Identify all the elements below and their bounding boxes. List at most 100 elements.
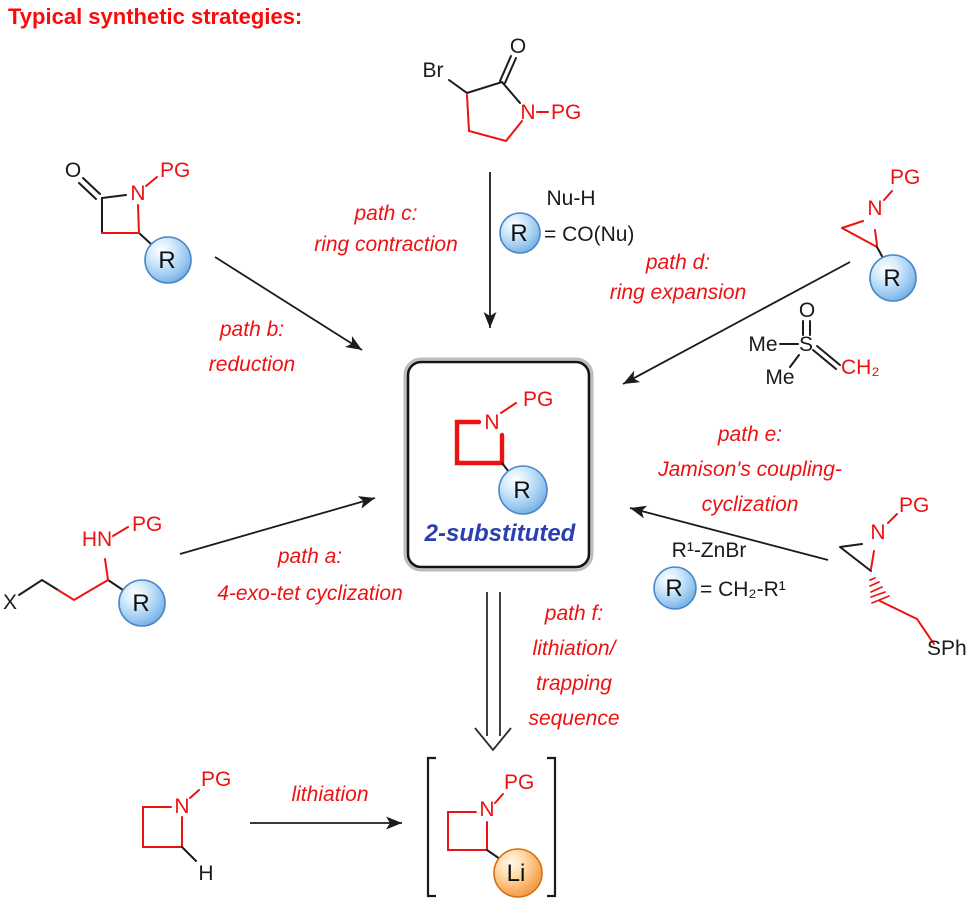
carbonyl-o-label: O bbox=[65, 159, 81, 182]
bromolactam-red-bonds bbox=[466, 94, 549, 143]
r-label: R bbox=[883, 265, 900, 292]
r-group-ball bbox=[498, 465, 548, 515]
structure-sulfoxonium-ylide: Me Me S O CH₂ bbox=[748, 299, 879, 389]
aziridine-sph-red-bonds bbox=[870, 513, 935, 645]
pg-label: PG bbox=[504, 771, 534, 794]
azetidinone-black-bonds bbox=[78, 177, 152, 245]
path-d-line1: path d: bbox=[645, 251, 710, 274]
r-group-ball bbox=[869, 254, 917, 302]
retro-open-head bbox=[474, 727, 512, 752]
path-c-line1: path c: bbox=[353, 202, 417, 225]
n-label: N bbox=[870, 521, 885, 544]
azetidinyl-li-black-bonds bbox=[486, 849, 501, 860]
li-label: Li bbox=[507, 860, 526, 887]
path-b-line2: reduction bbox=[209, 353, 295, 376]
structure-aziridine-r: N PG R bbox=[841, 166, 920, 302]
path-a-line1: path a: bbox=[277, 545, 342, 568]
ch2-label: CH₂ bbox=[841, 356, 879, 379]
r-label: R bbox=[132, 590, 149, 617]
path-d-arrow bbox=[622, 261, 851, 385]
structure-haloamine: X HN PG R bbox=[3, 513, 166, 627]
me-bottom-label: Me bbox=[765, 366, 794, 389]
path-c-reagents: Nu-H R = CO(Nu) bbox=[499, 187, 634, 254]
n-label: N bbox=[174, 795, 189, 818]
s-label: S bbox=[799, 333, 813, 356]
path-c-line2: ring contraction bbox=[314, 233, 458, 256]
sph-label: SPh bbox=[927, 637, 967, 660]
n-label: N bbox=[479, 798, 494, 821]
path-f-line2: lithiation/ bbox=[533, 637, 618, 660]
product-ring bbox=[454, 419, 505, 466]
path-e-line1: path e: bbox=[717, 423, 782, 446]
r-group-ball bbox=[118, 579, 166, 627]
path-b-line1: path b: bbox=[219, 318, 284, 341]
hashed-wedge-bond bbox=[869, 577, 890, 604]
h-label: H bbox=[198, 862, 213, 885]
path-a-arrow bbox=[179, 496, 376, 555]
path-label-d: path d: ring expansion bbox=[610, 251, 747, 304]
path-f-line4: sequence bbox=[528, 707, 619, 730]
haloamine-black-bonds bbox=[18, 578, 124, 596]
path-e-line3: cyclization bbox=[702, 493, 799, 516]
path-f-line3: trapping bbox=[536, 672, 612, 695]
path-e-line2: Jamison's coupling- bbox=[657, 458, 842, 481]
structure-bromolactam: Br O N PG bbox=[423, 35, 581, 143]
product-box: N PG R 2-substituted bbox=[403, 357, 594, 572]
li-ball bbox=[493, 848, 543, 898]
o-label: O bbox=[799, 299, 815, 322]
path-f-line1: path f: bbox=[544, 602, 603, 625]
brackets bbox=[426, 756, 557, 898]
pg-label: PG bbox=[890, 166, 920, 189]
r-ball-small bbox=[653, 566, 697, 610]
path-label-a: path a: 4-exo-tet cyclization bbox=[217, 545, 403, 605]
pg-label: PG bbox=[160, 159, 190, 182]
path-label-f: path f: lithiation/ trapping sequence bbox=[528, 602, 619, 730]
path-e-arrow bbox=[629, 505, 829, 561]
haloamine-red-bonds bbox=[57, 526, 129, 602]
path-e-reagents: R¹-ZnBr R = CH₂-R¹ bbox=[653, 539, 786, 610]
r-label: R bbox=[158, 247, 175, 274]
path-b-arrow bbox=[214, 256, 363, 351]
lithiation-label: lithiation bbox=[291, 783, 368, 806]
aziridine-sph-black-bonds bbox=[839, 543, 872, 572]
path-d-line2: ring expansion bbox=[610, 281, 747, 304]
r-group-ball bbox=[144, 236, 192, 284]
azetidine-h-black-bonds bbox=[181, 846, 197, 862]
n-label: N bbox=[130, 182, 145, 205]
n-label: N bbox=[867, 197, 882, 220]
hn-label: HN bbox=[82, 528, 112, 551]
aziridine-black-bonds bbox=[876, 246, 884, 259]
aziridine-red-bonds bbox=[841, 190, 893, 248]
pg-label: PG bbox=[201, 768, 231, 791]
r1-znbr-label: R¹-ZnBr bbox=[672, 539, 747, 562]
r-label: R bbox=[513, 477, 530, 504]
azetidine-h-red-bonds bbox=[142, 789, 200, 848]
pg-label: PG bbox=[551, 101, 581, 124]
r-label: R bbox=[510, 220, 527, 247]
azetidinone-red-bonds bbox=[101, 176, 158, 234]
structure-azetidinone: O N PG R bbox=[65, 159, 192, 284]
structure-azetidinyl-lithium: N PG Li bbox=[447, 771, 543, 898]
n-label: N bbox=[520, 101, 535, 124]
product-caption: 2-substituted bbox=[424, 520, 577, 547]
structure-aziridine-sph: N PG SPh bbox=[839, 494, 967, 660]
r-equals-ch2-r1: = CH₂-R¹ bbox=[700, 578, 786, 601]
br-label: Br bbox=[423, 59, 444, 82]
path-label-e: path e: Jamison's coupling- cyclization bbox=[657, 423, 842, 516]
carbonyl-o-label: O bbox=[510, 35, 526, 58]
structure-azetidine-h: N PG H bbox=[142, 768, 231, 885]
path-label-c: path c: ring contraction bbox=[314, 202, 458, 256]
r-label: R bbox=[665, 575, 682, 602]
path-label-b: path b: reduction bbox=[209, 318, 295, 376]
path-f-retro-arrow bbox=[474, 592, 512, 752]
arrows bbox=[179, 172, 851, 830]
pg-label: PG bbox=[132, 513, 162, 536]
square-brackets bbox=[426, 756, 557, 898]
scheme-title: Typical synthetic strategies: bbox=[8, 4, 302, 29]
pg-label: PG bbox=[523, 388, 553, 411]
r-ball-small bbox=[499, 212, 541, 254]
product-n-pg-bond bbox=[500, 402, 517, 414]
n-label: N bbox=[484, 411, 499, 434]
nu-h-label: Nu-H bbox=[546, 187, 595, 210]
